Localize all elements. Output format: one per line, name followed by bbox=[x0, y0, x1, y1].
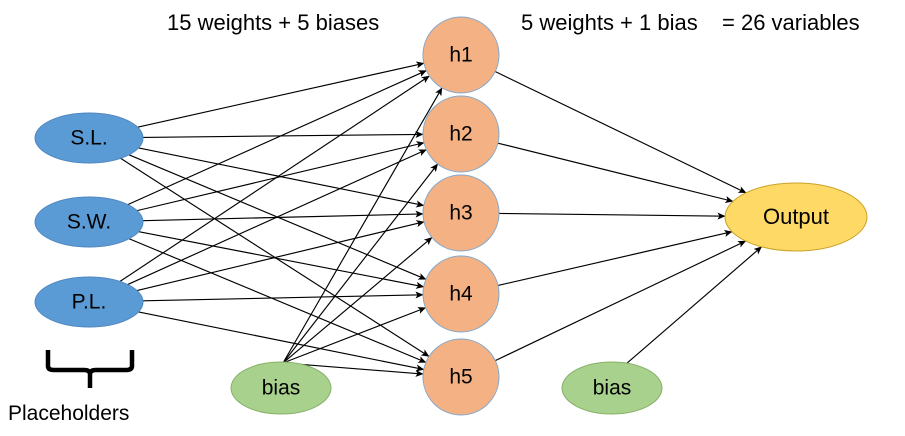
edge-h1-to-output bbox=[494, 71, 747, 194]
input-node-sl-shape[interactable] bbox=[34, 112, 144, 164]
bias-node-bias1[interactable]: bias bbox=[230, 361, 332, 415]
input-node-pl-shape[interactable] bbox=[34, 276, 144, 328]
edge-h5-to-output bbox=[495, 240, 747, 362]
edge-pl-to-h2 bbox=[127, 149, 427, 286]
edge-h2-to-output bbox=[497, 142, 734, 203]
hidden-node-h4-shape[interactable] bbox=[422, 255, 500, 333]
placeholders-brace-icon bbox=[45, 350, 135, 375]
hidden-node-h4[interactable]: h4 bbox=[422, 255, 500, 333]
input-node-sl[interactable]: S.L. bbox=[34, 112, 144, 164]
hidden-node-h2-shape[interactable] bbox=[422, 95, 500, 173]
hidden-layer-nodes: h1 h2 h3 h4 h5 bbox=[422, 16, 500, 416]
input-node-sw-label: S.W. bbox=[67, 211, 111, 234]
edge-pl-to-h5 bbox=[138, 311, 425, 372]
annotation-placeholders-label: Placeholders bbox=[8, 402, 129, 425]
annotation-output-layer-params: 5 weights + 1 bias bbox=[521, 10, 698, 35]
input-node-sw-shape[interactable] bbox=[34, 196, 144, 248]
edge-bias1-to-h3 bbox=[283, 237, 433, 363]
output-node-output-label: Output bbox=[763, 204, 829, 229]
output-node-output[interactable]: Output bbox=[724, 182, 868, 252]
edge-bias2-to-output bbox=[626, 246, 762, 364]
edge-pl-to-h3 bbox=[136, 220, 425, 292]
edge-sw-to-h4 bbox=[138, 231, 425, 289]
edge-bias1-to-h2 bbox=[283, 163, 439, 363]
hidden-node-h1-label: h1 bbox=[449, 44, 472, 67]
hidden-node-h5-shape[interactable] bbox=[422, 338, 500, 416]
edge-sw-to-h5 bbox=[128, 238, 427, 363]
hidden-node-h1[interactable]: h1 bbox=[422, 16, 500, 94]
hidden-node-h5[interactable]: h5 bbox=[422, 338, 500, 416]
edge-bias1-to-h1 bbox=[283, 87, 443, 363]
hidden-node-h3-shape[interactable] bbox=[422, 174, 500, 252]
edges-bias-to-hidden bbox=[283, 87, 443, 377]
edges-bias-to-output bbox=[626, 246, 762, 364]
hidden-node-h2[interactable]: h2 bbox=[422, 95, 500, 173]
input-node-pl[interactable]: P.L. bbox=[34, 276, 144, 328]
hidden-node-h4-label: h4 bbox=[449, 283, 473, 306]
bias-layer-nodes: bias bias bbox=[230, 361, 663, 415]
edges-hidden-to-output bbox=[494, 71, 747, 362]
hidden-node-h1-shape[interactable] bbox=[422, 16, 500, 94]
input-node-sw[interactable]: S.W. bbox=[34, 196, 144, 248]
hidden-node-h2-label: h2 bbox=[449, 123, 472, 146]
placeholders-brace-group bbox=[45, 350, 135, 388]
edge-sw-to-h3 bbox=[142, 210, 424, 222]
input-layer-nodes: S.L. S.W. P.L. bbox=[34, 112, 144, 328]
input-node-sl-label: S.L. bbox=[70, 127, 107, 150]
edge-pl-to-h4 bbox=[142, 291, 424, 302]
edge-bias1-to-h5 bbox=[283, 362, 424, 377]
hidden-node-h3[interactable]: h3 bbox=[422, 174, 500, 252]
edge-bias1-to-h4 bbox=[283, 307, 427, 364]
edge-h4-to-output bbox=[497, 229, 733, 287]
edge-h3-to-output bbox=[498, 212, 726, 220]
hidden-node-h3-label: h3 bbox=[449, 202, 472, 225]
hidden-node-h5-label: h5 bbox=[449, 366, 472, 389]
edge-pl-to-h1 bbox=[119, 75, 430, 282]
output-layer-nodes: Output bbox=[724, 182, 868, 252]
input-node-pl-label: P.L. bbox=[72, 291, 107, 314]
edge-sw-to-h2 bbox=[136, 141, 425, 212]
edge-sw-to-h1 bbox=[127, 70, 427, 206]
output-node-output-shape[interactable] bbox=[724, 182, 868, 252]
edge-sl-to-h1 bbox=[137, 61, 425, 128]
bias-node-bias1-label: bias bbox=[262, 377, 301, 400]
bias-node-bias1-shape[interactable] bbox=[230, 361, 332, 415]
bias-node-bias2[interactable]: bias bbox=[561, 361, 663, 415]
edges-input-to-hidden bbox=[119, 61, 430, 372]
edge-sl-to-h2 bbox=[142, 130, 424, 139]
bias-node-bias2-shape[interactable] bbox=[561, 361, 663, 415]
annotation-total-params: = 26 variables bbox=[722, 10, 860, 35]
bias-node-bias2-label: bias bbox=[593, 377, 632, 400]
annotation-hidden-layer-params: 15 weights + 5 biases bbox=[167, 10, 379, 35]
